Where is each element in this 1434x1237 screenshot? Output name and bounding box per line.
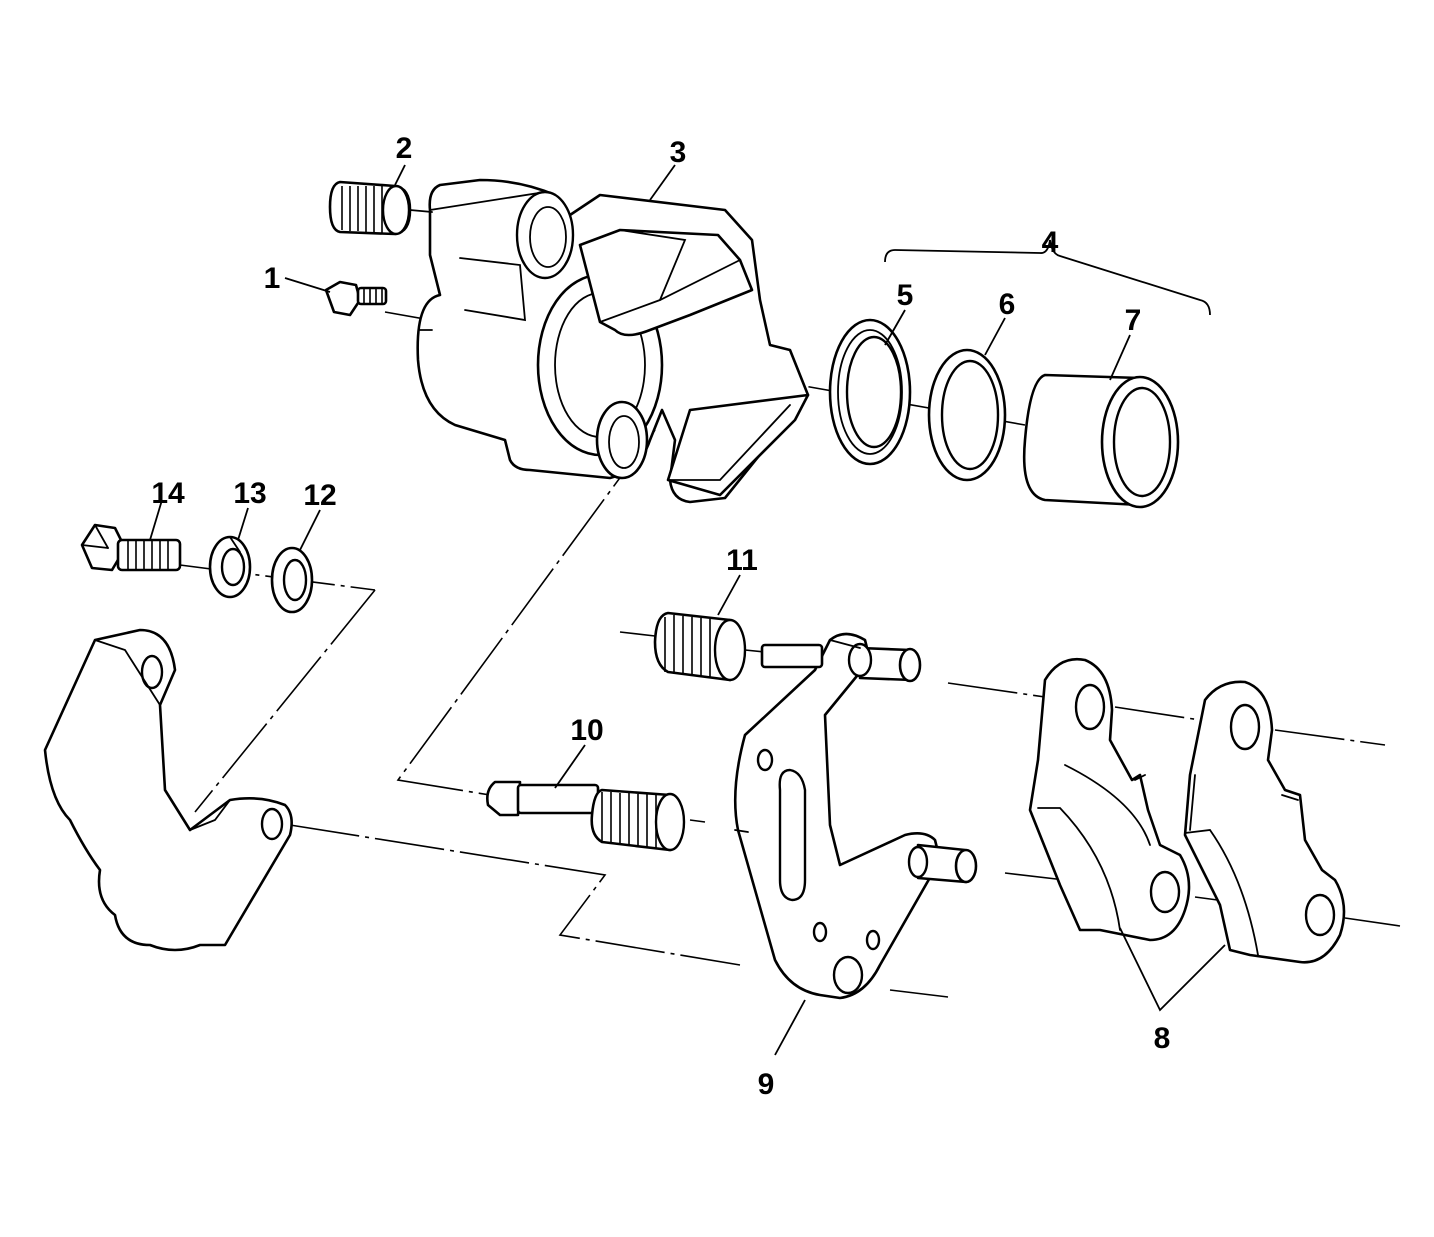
sleeve-11: [653, 611, 747, 682]
kit-brace-4: [884, 239, 1211, 316]
piston-seal-5: [828, 318, 912, 466]
bolt-to-bracket-line: [194, 589, 376, 813]
leader-7: [1109, 334, 1131, 381]
leader-8: [1119, 927, 1226, 1012]
lock-washer-13: [208, 535, 252, 599]
guide-pin-10: [486, 780, 686, 852]
knuckle-lower-hole: [260, 807, 284, 841]
leader-lines: [149, 164, 1226, 1056]
leader-12: [299, 509, 321, 551]
callout-6: 6: [999, 288, 1016, 321]
pad-axis-line-upper-a: [947, 682, 1046, 698]
axis-lines: [179, 311, 1401, 998]
callout-2: 2: [396, 132, 413, 165]
sleeve-axis-line-left: [619, 631, 656, 637]
callout-numbers: 1 2 3 4 5 6 7 8 9 10 11 12 13 14: [151, 132, 1170, 1101]
callout-14: 14: [151, 477, 185, 510]
bracket-mount-hole: [832, 955, 864, 995]
callout-7: 7: [1125, 304, 1142, 337]
bracket-axis-line: [289, 824, 741, 966]
leader-14: [149, 499, 163, 541]
bleeder-screw: [324, 280, 388, 317]
callout-9: 9: [758, 1068, 775, 1101]
caliper-bracket-9: [733, 632, 978, 1000]
knuckle-upper-hole: [140, 654, 164, 690]
leader-11: [717, 574, 741, 616]
pad-axis-line-upper-b: [1114, 706, 1201, 721]
brake-pad-right: [1183, 680, 1346, 964]
callout-3: 3: [670, 136, 687, 169]
callout-11: 11: [726, 544, 758, 577]
pad-axis-line-upper-c: [1274, 729, 1386, 746]
mounting-knuckle: [43, 628, 293, 952]
threaded-plug: [328, 180, 433, 236]
bracket-hole-axis-line: [889, 989, 949, 998]
caliper-bleed-boss: [515, 190, 575, 280]
leader-5: [884, 309, 906, 346]
callout-1: 1: [264, 262, 281, 295]
callout-8: 8: [1154, 1022, 1171, 1055]
flat-washer-12: [270, 546, 314, 614]
leader-6: [984, 317, 1006, 356]
callout-5: 5: [897, 279, 914, 312]
bracket-slot: [778, 768, 807, 902]
callout-12: 12: [303, 479, 336, 512]
pin-axis-line: [689, 819, 706, 823]
leader-13: [237, 507, 249, 541]
callout-4: 4: [1042, 226, 1059, 259]
bolt-14: [80, 523, 182, 572]
dust-seal-6: [927, 348, 1007, 482]
pad-axis-line-lower-c: [1344, 917, 1401, 927]
leader-9: [774, 999, 806, 1056]
leader-1: [284, 277, 331, 293]
caliper-body: [416, 178, 810, 504]
leader-2: [394, 164, 406, 186]
caliper-to-pin-line: [396, 429, 656, 796]
callout-10: 10: [570, 714, 603, 747]
brake-pad-left: [1028, 657, 1191, 942]
piston-7: [1022, 373, 1180, 509]
leader-3: [649, 164, 676, 201]
callout-13: 13: [233, 477, 266, 510]
leader-10: [554, 744, 586, 789]
